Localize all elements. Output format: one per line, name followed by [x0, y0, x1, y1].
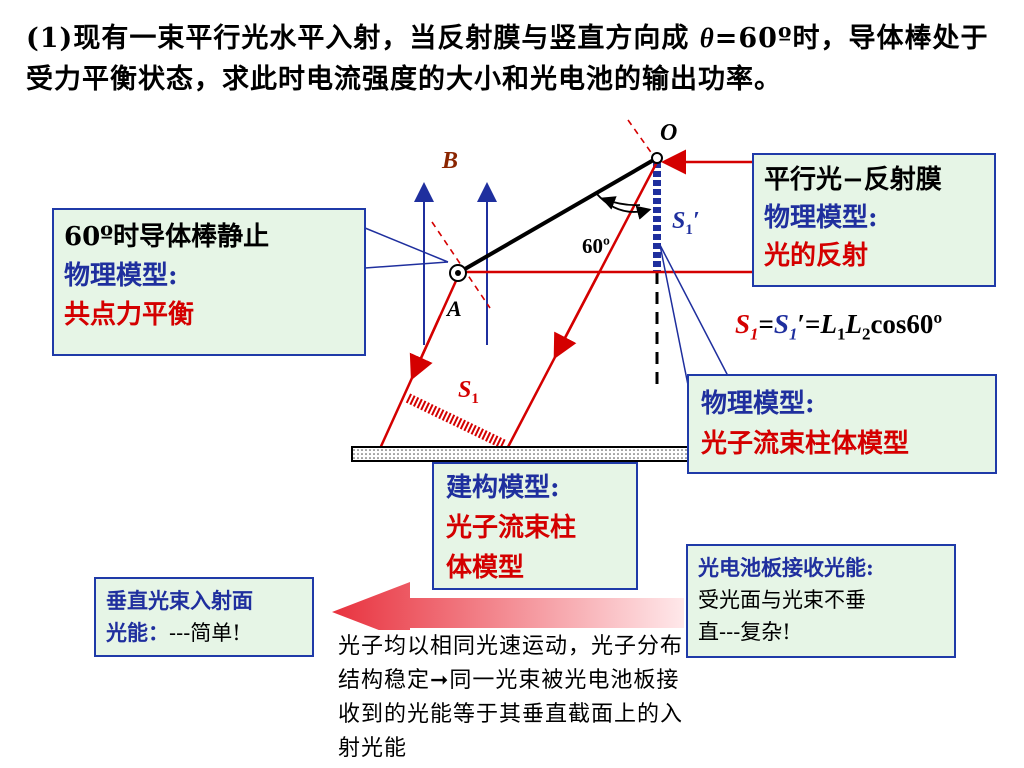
- box-construct-line1: 建构模型:: [446, 473, 560, 503]
- reflected-ray-2-arrow: [409, 315, 442, 381]
- label-a: A: [447, 296, 462, 321]
- label-angle: 60º: [582, 234, 610, 258]
- box-photon-column-line1: 物理模型:: [701, 389, 815, 419]
- equation-s1: S1=S1′=L1L2cos60º: [735, 309, 943, 344]
- box-equilibrium: 60º时导体棒静止 物理模型: 共点力平衡: [52, 208, 366, 356]
- box-perpendicular-line1: 垂直光束入射面: [106, 588, 253, 613]
- box-photocell-line1: 光电池板接收光能:: [698, 555, 874, 580]
- connector-left-2: [364, 261, 449, 269]
- box-construct-line2: 光子流束柱: [446, 513, 577, 543]
- connector-left: [364, 227, 449, 263]
- connector-right-1: [659, 244, 729, 377]
- box-photon-column-line2: 光子流束柱体模型: [701, 429, 910, 459]
- problem-text-1: 现有一束平行光水平入射，当反射膜与竖直方向成: [73, 23, 700, 54]
- box-reflection-line1: 平行光−反射膜: [764, 165, 942, 195]
- box-perpendicular: 垂直光束入射面 光能：---简单!: [94, 577, 314, 657]
- box-reflection-line2: 物理模型:: [764, 203, 878, 233]
- box-construct-line3: 体模型: [446, 553, 525, 583]
- box-reflection-line3: 光的反射: [764, 241, 869, 271]
- problem-text: (1)现有一束平行光水平入射，当反射膜与竖直方向成 θ=60º时，导体棒处于受力…: [26, 18, 996, 100]
- big-left-arrow: [332, 582, 684, 642]
- reflected-ray-1-arrow: [553, 270, 602, 360]
- label-o: O: [660, 120, 678, 146]
- label-s1: S1: [458, 377, 479, 407]
- box-photocell: 光电池板接收光能: 受光面与光束不垂 直---复杂!: [686, 544, 956, 658]
- pivot-o: [651, 152, 663, 164]
- theta-symbol: θ: [699, 23, 715, 53]
- box-construct-model: 建构模型: 光子流束柱 体模型: [432, 462, 638, 590]
- rod-oa: [456, 156, 659, 275]
- label-b: B: [442, 148, 459, 174]
- box-perpendicular-line2: 光能：---简单!: [106, 620, 241, 645]
- box-equilibrium-line2: 物理模型:: [64, 261, 178, 291]
- label-s1-prime: S1′: [672, 208, 700, 238]
- box-photocell-line3: 直---复杂!: [698, 620, 791, 644]
- cross-section-s1: [405, 393, 508, 450]
- problem-prefix: (1): [26, 23, 74, 54]
- connector-right-2: [659, 244, 691, 396]
- box-equilibrium-line3: 共点力平衡: [64, 300, 195, 330]
- explanation-paragraph: 光子均以相同光速运动，光子分布结构稳定➞同一光束被光电池板接收到的光能等于其垂直…: [338, 630, 684, 766]
- box-photon-column: 物理模型: 光子流束柱体模型: [687, 374, 997, 474]
- angle-arc: [595, 192, 652, 220]
- photocell-panel: [351, 446, 690, 462]
- box-equilibrium-line1: 60º时导体棒静止: [64, 222, 270, 252]
- box-photocell-line2: 受光面与光束不垂: [698, 588, 866, 612]
- box-reflection: 平行光−反射膜 物理模型: 光的反射: [752, 153, 996, 287]
- problem-text-2: =60º时，导体棒处于受力平衡状态，求此时电流强度的大小和光电池的输出功率。: [26, 23, 989, 95]
